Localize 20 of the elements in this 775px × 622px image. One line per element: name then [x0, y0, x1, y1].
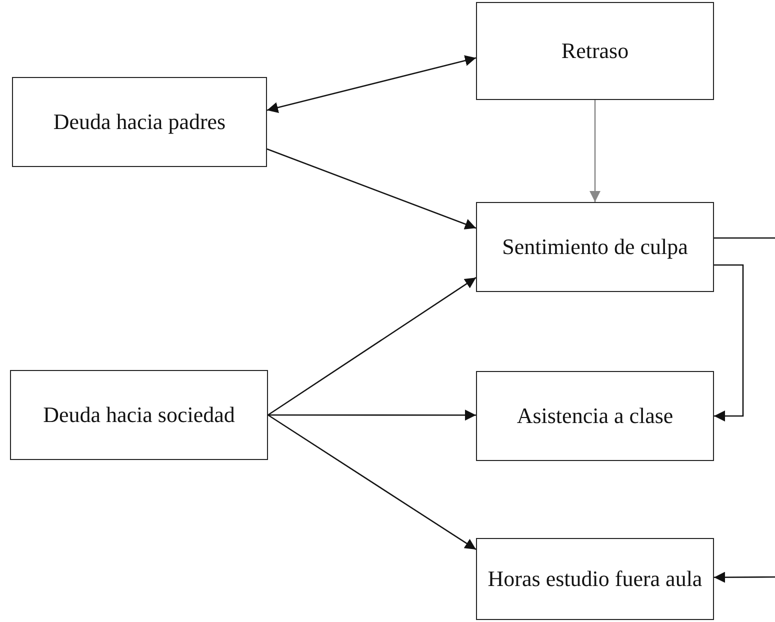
arrow: [268, 410, 476, 421]
box-label: Horas estudio fuera aula: [488, 565, 702, 593]
arrow: [266, 55, 476, 113]
box-label: Retraso: [561, 37, 629, 65]
arrow: [266, 148, 476, 230]
box-label: Deuda hacia padres: [53, 108, 226, 136]
process-box: [476, 202, 714, 292]
arrow: [268, 277, 476, 416]
arrow: [714, 264, 744, 422]
process-box: [476, 2, 714, 100]
box-label: Deuda hacia sociedad: [43, 401, 235, 429]
arrow: [590, 100, 600, 202]
process-box: [476, 538, 714, 620]
arrow: [714, 572, 775, 583]
arrow: [268, 414, 476, 550]
process-box: [12, 77, 267, 167]
box-label: Asistencia a clase: [516, 402, 674, 430]
process-box: [10, 370, 268, 460]
box-label: Sentimiento de culpa: [502, 233, 688, 261]
process-box: [476, 371, 714, 461]
